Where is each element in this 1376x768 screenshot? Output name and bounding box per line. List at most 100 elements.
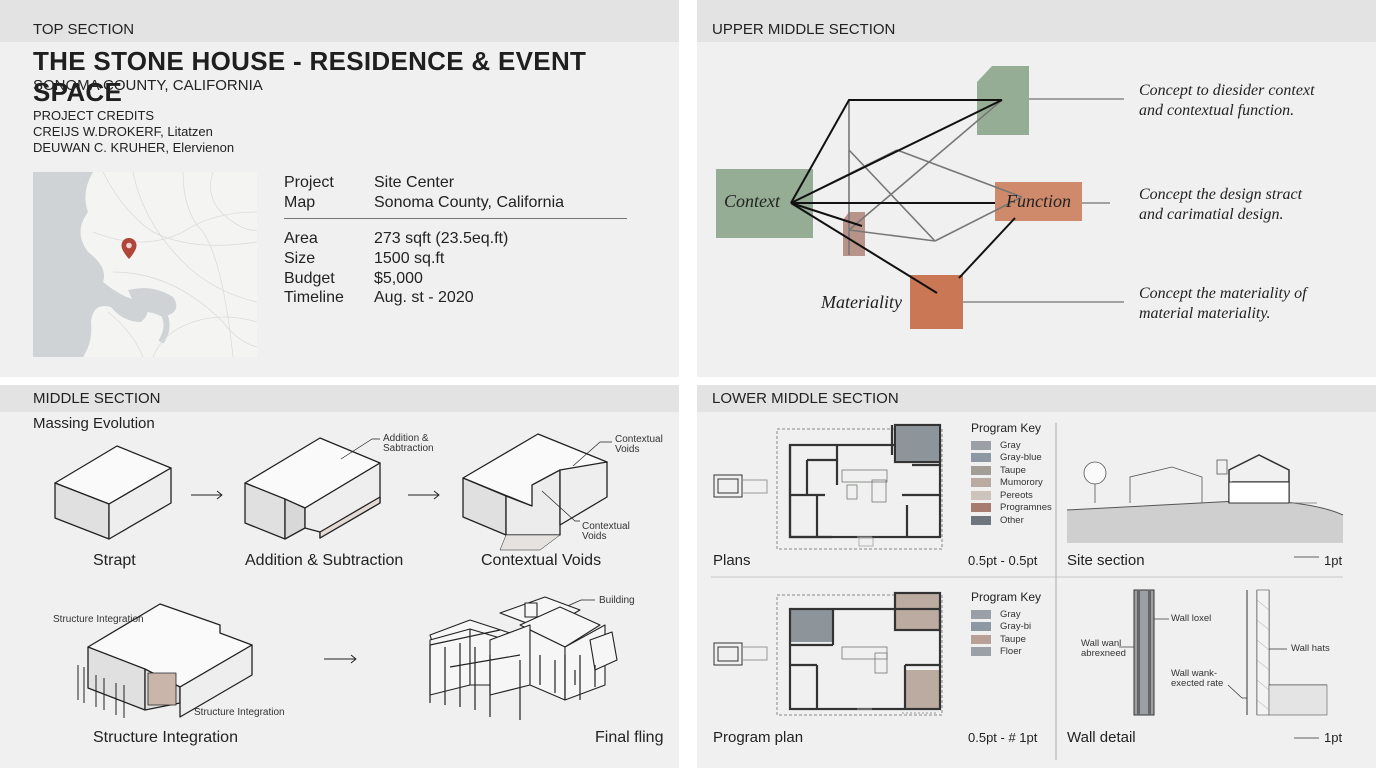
stats-values: 273 sqft (23.5eq.ft) 1500 sq.ft $5,000 A… [374,229,508,308]
credits-heading: PROJECT CREDITS [33,108,155,123]
annotation-voids-top: Contextual Voids [615,435,663,455]
info-labels: Project Map [284,173,334,212]
key-label: Mumorory [1000,477,1043,489]
note-line: and contextual function. [1139,101,1295,119]
note-line: Concept to diesider context [1139,82,1315,99]
floor-plan-1 [713,423,943,550]
stats-labels: Area Size Budget Timeline [284,229,344,308]
concept-note-3: Concept the materiality of material mate… [1139,284,1307,323]
step-label-structure: Structure Integration [93,729,238,746]
stat-value: Aug. st - 2020 [374,289,474,307]
key-swatch [971,622,991,632]
note-line: Concept the materiality of [1139,285,1307,302]
step-label-addition: Addition & Subtraction [245,552,404,569]
program-plan-label: Program plan [713,729,804,746]
annotation-line: abrexneed [1081,648,1126,659]
program-key-title: Program Key [971,590,1042,604]
key-swatch [971,515,991,525]
wall-detail-scale: 1pt [1324,730,1343,745]
concept-diagram [716,66,1124,329]
program-key-item: Pereots [971,489,1052,502]
note-line: Concept the design stract [1139,186,1303,203]
program-key-item: Gray [971,608,1041,621]
key-label: Programnes [1000,502,1052,514]
map-pin-icon [121,238,137,259]
middle-section-panel: MIDDLE SECTION Massing Evolution [0,385,679,768]
site-section-label: Site section [1067,552,1145,569]
key-label: Gray [1000,608,1021,620]
section-header: TOP SECTION [0,0,679,42]
key-swatch [971,609,991,619]
key-swatch [971,440,991,450]
credit-line-2: DEUWAN C. KRUHER, Elervienon [33,140,235,155]
annotation-line: Wall wanl [1081,638,1122,649]
key-label: Taupe [1000,464,1026,476]
stat-value: $5,000 [374,269,423,287]
step-label-strapt: Strapt [93,552,136,569]
annotation-addition: Addition & Sabtraction [383,434,434,454]
wall-detail-label: Wall detail [1067,729,1136,746]
section-header: MIDDLE SECTION [0,385,679,412]
stat-label: Timeline [284,289,344,307]
wall-annotation-1: Wall loxel [1171,613,1212,624]
credit-line-1: CREIJS W.DROKERF, Litatzen [33,124,213,139]
program-key-item: Gray [971,439,1052,452]
floor-plan-2 [713,591,943,716]
annotation-line: Contextual [582,521,630,532]
key-swatch [971,634,991,644]
function-block [995,182,1082,221]
key-label: Other [1000,514,1024,526]
stat-value: 273 sqft (23.5eq.ft) [374,230,509,247]
concept-note-2: Concept the design stract and carimatial… [1139,185,1302,224]
stat-label: Budget [284,269,335,287]
info-label: Map [284,193,316,211]
site-section-drawing [1066,454,1344,558]
key-swatch [971,453,991,463]
annotation-line: Addition & [383,433,429,444]
function-label: Function [1006,191,1071,211]
key-label: Gray-bi [1000,621,1032,633]
note-line: material materiality. [1139,304,1271,322]
site-section-scale: 1pt [1324,553,1343,568]
wall-annotation-2: Wall wanl abrexneed [1081,639,1126,659]
info-value: Site Center [374,174,455,191]
program-plan-scale: 0.5pt - # 1pt [968,730,1038,745]
info-values: Site Center Sonoma County, California [374,173,564,212]
annotation-structure-bottom: Structure Integration [194,707,285,718]
info-value: Sonoma County, California [374,193,565,211]
annotation-line: Sabtraction [383,443,434,454]
annotation-line: Voids [615,444,640,455]
annotation-line: Voids [582,531,607,542]
key-swatch [971,490,991,500]
step-label-final: Final fling [595,729,664,746]
key-label: Gray-blue [1000,452,1042,464]
site-map [33,172,257,357]
annotation-structure-top: Structure Integration [53,614,144,625]
drawings [711,423,1344,760]
materiality-block [910,275,963,329]
key-swatch [971,647,991,657]
section-header: LOWER MIDDLE SECTION [697,385,1376,412]
program-key-item: Taupe [971,633,1041,646]
annotation-building: Building [599,595,635,606]
program-key-title: Program Key [971,421,1042,435]
program-key-item: Programnes [971,502,1052,515]
key-label: Gray [1000,439,1021,451]
stat-label: Size [284,249,316,267]
section-header: UPPER MIDDLE SECTION [697,0,1376,42]
top-section-panel: TOP SECTION THE STONE HOUSE - RESIDENCE … [0,0,679,377]
annotation-line: Wall wank- [1171,668,1218,679]
program-key-item: Taupe [971,464,1052,477]
stat-label: Area [284,230,318,247]
step-label-voids: Contextual Voids [481,552,602,569]
massing-title: Massing Evolution [33,415,155,432]
materiality-label: Materiality [821,292,902,312]
key-swatch [971,465,991,475]
annotation-line: exected rate [1171,678,1224,689]
program-key-item: Gray-bi [971,621,1041,634]
plans-label: Plans [713,552,751,569]
